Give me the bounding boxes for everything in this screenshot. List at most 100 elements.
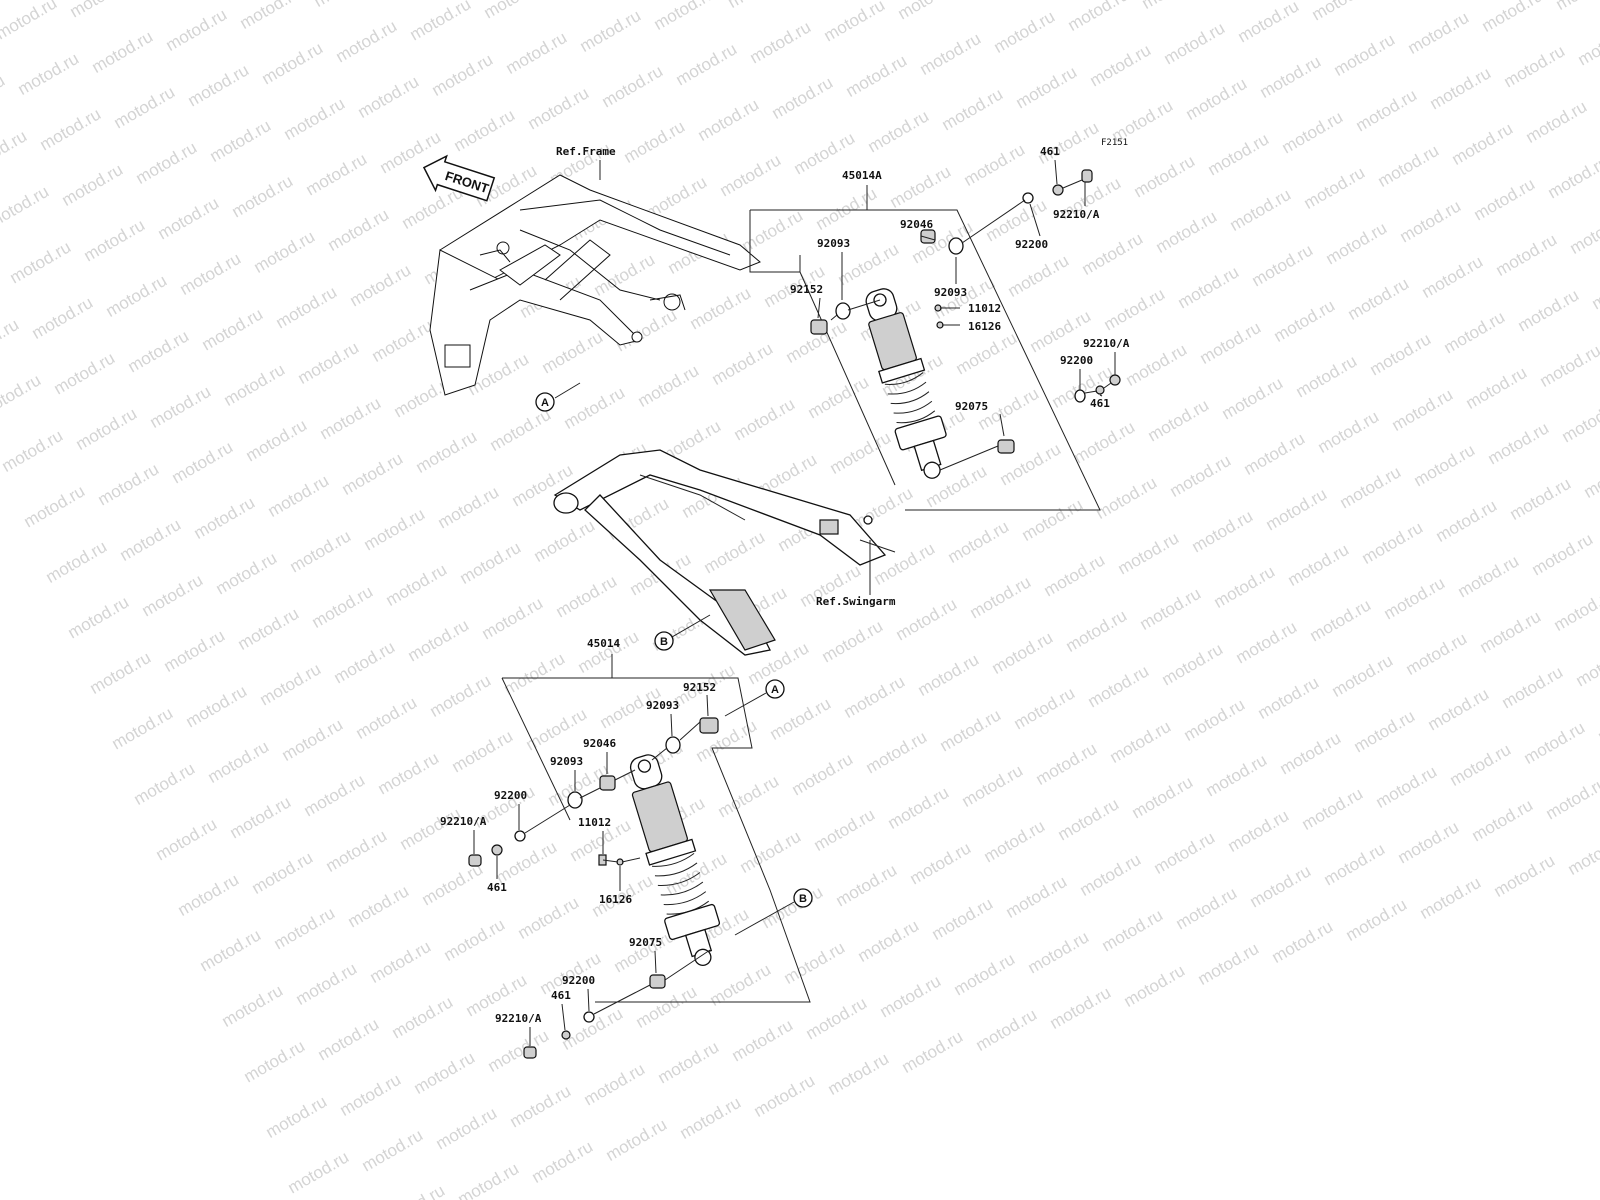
watermark-text: motod.ru	[1507, 474, 1575, 524]
svg-text:A: A	[541, 397, 549, 409]
watermark-text: motod.ru	[821, 0, 889, 45]
watermark-text: motod.ru	[263, 1092, 331, 1142]
figure-id: F2151	[1101, 138, 1128, 148]
watermark-text: motod.ru	[333, 16, 401, 66]
watermark-text: motod.ru	[1145, 395, 1213, 445]
watermark-text: motod.ru	[1449, 119, 1517, 169]
watermark-text: motod.ru	[865, 106, 933, 156]
watermark-text: motod.ru	[457, 538, 525, 588]
watermark-text: motod.ru	[673, 39, 741, 89]
watermark-text: motod.ru	[229, 171, 297, 221]
watermark-text: motod.ru	[455, 1159, 523, 1200]
watermark-text: motod.ru	[1055, 794, 1123, 844]
watermark-text: motod.ru	[991, 7, 1059, 57]
watermark-text: motod.ru	[525, 83, 593, 133]
watermark-text: motod.ru	[1219, 373, 1287, 423]
watermark-text: motod.ru	[1279, 107, 1347, 157]
ref-marker-b-swingarm: B	[654, 614, 711, 651]
watermark-text: motod.ru	[1065, 0, 1133, 35]
watermark-text: motod.ru	[1269, 917, 1337, 967]
watermark-text: motod.ru	[81, 215, 149, 265]
watermark-text: motod.ru	[1523, 97, 1591, 147]
watermark-text: motod.ru	[1077, 850, 1145, 900]
watermark-text: motod.ru	[153, 814, 221, 864]
watermark-text: motod.ru	[367, 937, 435, 987]
watermark-text: motod.ru	[973, 1005, 1041, 1055]
watermark-text: motod.ru	[959, 761, 1027, 811]
watermark-text: motod.ru	[1307, 595, 1375, 645]
watermark-text: motod.ru	[1197, 318, 1265, 368]
watermark-text: motod.ru	[139, 570, 207, 620]
watermark-text: motod.ru	[553, 571, 621, 621]
watermark-text: motod.ru	[1107, 717, 1175, 767]
watermark-text: motod.ru	[1137, 584, 1205, 634]
watermark-text: motod.ru	[1151, 828, 1219, 878]
watermark-text: motod.ru	[265, 471, 333, 521]
watermark-text: motod.ru	[429, 50, 497, 100]
watermark-text: motod.ru	[1315, 407, 1383, 457]
watermark-text: motod.ru	[507, 1081, 575, 1131]
watermark-text: motod.ru	[1477, 607, 1545, 657]
watermark-text: motod.ru	[369, 316, 437, 366]
watermark-text: motod.ru	[1441, 307, 1509, 357]
lower-label-92093-top: 92093	[646, 699, 679, 712]
watermark-text: motod.ru	[1395, 817, 1463, 867]
watermark-text: motod.ru	[1003, 872, 1071, 922]
watermark-text: motod.ru	[397, 804, 465, 854]
watermark-text: motod.ru	[241, 1036, 309, 1086]
watermark-text: motod.ru	[989, 628, 1057, 678]
watermark-text: motod.ru	[1285, 540, 1353, 590]
watermark-text: motod.ru	[67, 0, 135, 21]
watermark-text: motod.ru	[633, 982, 701, 1032]
watermark-text: motod.ru	[813, 184, 881, 234]
watermark-text: motod.ru	[441, 915, 509, 965]
watermark-text: motod.ru	[1425, 684, 1493, 734]
watermark-text: motod.ru	[103, 271, 171, 321]
watermark-text: motod.ru	[37, 104, 105, 154]
watermark-text: motod.ru	[1189, 506, 1257, 556]
watermark-text: motod.ru	[257, 659, 325, 709]
lower-label-92075: 92075	[629, 936, 662, 949]
upper-label-11012: 11012	[968, 302, 1001, 315]
watermark-text: motod.ru	[1323, 218, 1391, 268]
watermark-text: motod.ru	[1263, 484, 1331, 534]
watermark-text: motod.ru	[1479, 0, 1547, 36]
watermark-text: motod.ru	[1581, 452, 1600, 502]
watermark-text: motod.ru	[1491, 851, 1559, 901]
watermark-text: motod.ru	[1159, 639, 1227, 689]
lower-label-92046: 92046	[583, 737, 616, 750]
watermark-text: motod.ru	[0, 426, 66, 476]
watermark-text: motod.ru	[125, 326, 193, 376]
upper-label-92075: 92075	[955, 400, 988, 413]
watermark-text: motod.ru	[1337, 462, 1405, 512]
assembly-lower-bracket	[501, 654, 811, 1003]
watermark-text: motod.ru	[301, 770, 369, 820]
watermark-text: motod.ru	[0, 0, 60, 43]
watermark-text: motod.ru	[819, 616, 887, 666]
watermark-text: motod.ru	[1573, 640, 1600, 690]
watermark-text: motod.ru	[515, 893, 583, 943]
watermark-text: motod.ru	[1405, 8, 1473, 58]
watermark-text: motod.ru	[1469, 795, 1537, 845]
ref-swingarm-label: Ref.Swingarm	[816, 595, 896, 608]
watermark-text: motod.ru	[21, 481, 89, 531]
watermark-text: motod.ru	[893, 594, 961, 644]
watermark-text: motod.ru	[1123, 340, 1191, 390]
swingarm-drawing	[553, 449, 896, 656]
lower-label-16126: 16126	[599, 893, 632, 906]
watermark-text: motod.ru	[281, 94, 349, 144]
watermark-text: motod.ru	[1397, 196, 1465, 246]
watermark-text: motod.ru	[169, 437, 237, 487]
watermark-text: motod.ru	[1471, 174, 1539, 224]
watermark-text: motod.ru	[259, 38, 327, 88]
upper-label-461-top: 461	[1040, 145, 1060, 158]
watermark-text: motod.ru	[273, 282, 341, 332]
watermark-text: motod.ru	[747, 17, 815, 67]
watermark-text: motod.ru	[1071, 417, 1139, 467]
watermark-text: motod.ru	[191, 493, 259, 543]
watermark-text: motod.ru	[1079, 229, 1147, 279]
lower-label-92210a-bottom: 92210/A	[495, 1012, 542, 1025]
watermark-text: motod.ru	[805, 372, 873, 422]
watermark-text: motod.ru	[1173, 883, 1241, 933]
watermark-text: motod.ru	[1359, 518, 1427, 568]
